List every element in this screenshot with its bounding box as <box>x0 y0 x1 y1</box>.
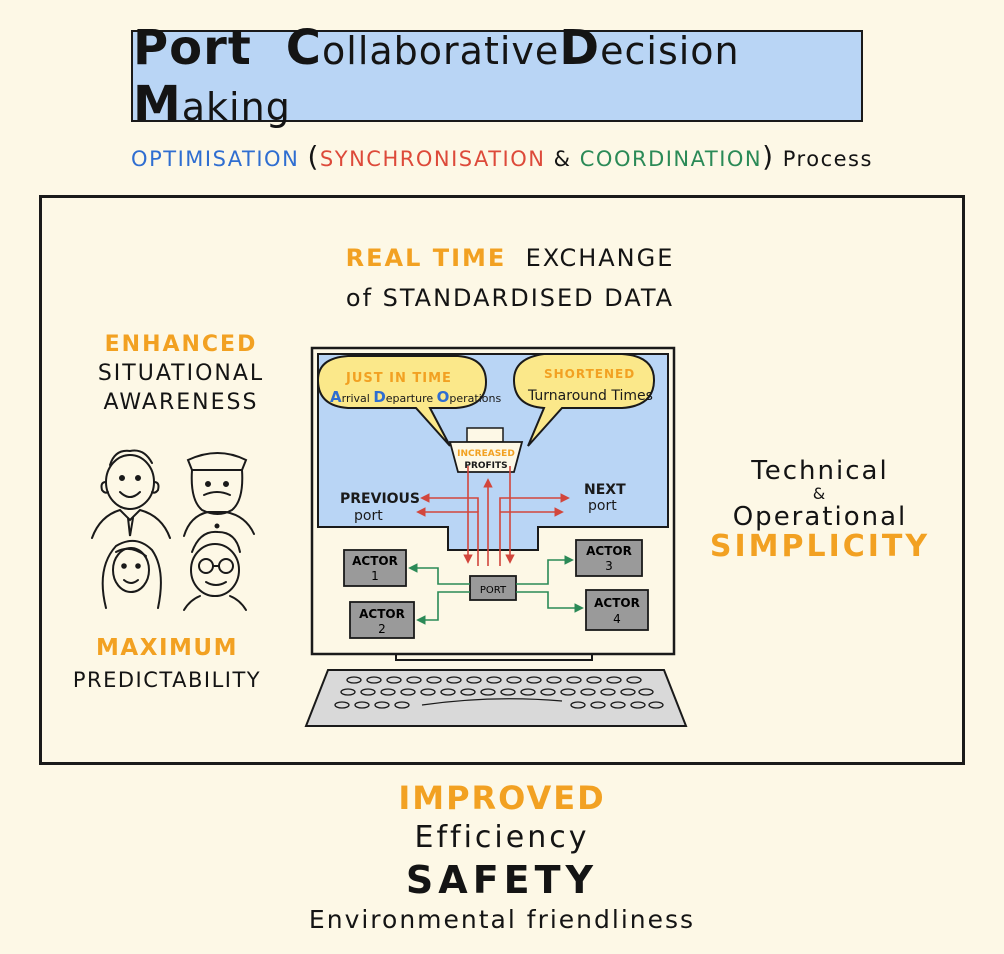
exchange-label: EXCHANGE <box>525 244 675 272</box>
actor-3-number: 3 <box>605 559 613 573</box>
subtitle-optimisation: OPTIMISATION <box>131 147 300 171</box>
computer-illustration: JUST IN TIME Arrival Departure Operation… <box>304 346 688 727</box>
actor-4-box <box>585 589 649 631</box>
simplicity-amp: & <box>812 484 828 503</box>
actor-3-word: ACTOR <box>586 544 632 558</box>
subtitle-synchronisation: SYNCHRONISATION <box>319 147 546 171</box>
subtitle: OPTIMISATION (SYNCHRONISATION & COORDINA… <box>0 140 1004 173</box>
ship-icon <box>448 427 524 473</box>
actor-1-box <box>343 549 407 587</box>
previous-port-line1: PREVIOUS <box>340 491 420 507</box>
subtitle-close-paren: ) <box>762 140 775 173</box>
bubble-left-title: JUST IN TIME <box>345 371 452 386</box>
keyboard-keys <box>334 676 664 709</box>
actor-2-word: ACTOR <box>359 607 405 621</box>
operational-label: Operational <box>732 502 908 532</box>
title-rest-c: ollaborative <box>322 29 560 73</box>
enhanced-label: ENHANCED <box>104 332 258 357</box>
smiling-man-icon <box>91 449 171 539</box>
subtitle-coordination: COORDINATION <box>579 147 763 171</box>
previous-port-line2: port <box>354 508 383 524</box>
next-port-line1: NEXT <box>584 482 626 498</box>
simplicity-block: Technical & Operational SIMPLICITY <box>700 456 940 562</box>
subtitle-process: Process <box>782 147 873 171</box>
awareness-label: AWARENESS <box>103 390 259 415</box>
safety-label: SAFETY <box>405 858 599 902</box>
actors-illustration <box>91 449 255 611</box>
title-initial-m: M <box>133 76 182 132</box>
actor-3-box <box>575 539 643 577</box>
ship-line2: PROFITS <box>464 461 507 471</box>
bubble-right-title: SHORTENED <box>544 367 635 381</box>
captain-icon <box>183 452 255 537</box>
predictability-label: PREDICTABILITY <box>72 668 262 692</box>
title-rest-m: aking <box>181 85 291 129</box>
awareness-block: ENHANCED SITUATIONAL AWARENESS <box>76 330 286 417</box>
bubble-right <box>512 353 656 447</box>
improved-label: IMPROVED <box>398 779 606 817</box>
title-initial-c: C <box>285 20 323 76</box>
predictability-block: MAXIMUM PREDICTABILITY <box>62 632 272 696</box>
actor-4-word: ACTOR <box>594 596 640 610</box>
man-with-glasses-icon <box>183 530 247 611</box>
environmental-label: Environmental friendliness <box>308 905 696 934</box>
woman-icon <box>101 539 162 609</box>
standardised-data-label: of STANDARDISED DATA <box>345 284 675 312</box>
title-rest-d: ecision <box>600 29 740 73</box>
simplicity-label: SIMPLICITY <box>709 529 931 564</box>
port-box <box>469 575 517 601</box>
efficiency-label: Efficiency <box>414 820 590 855</box>
actor-2-box <box>349 601 415 639</box>
technical-label: Technical <box>751 456 889 486</box>
bubble-left <box>316 355 488 447</box>
exchange-heading: REAL TIME EXCHANGE of STANDARDISED DATA <box>300 238 720 318</box>
actor-4-number: 4 <box>613 612 621 626</box>
outcomes-block: IMPROVED Efficiency SAFETY Environmental… <box>0 778 1004 938</box>
bubble-right-body: Turnaround Times <box>527 388 653 404</box>
next-port-line2: port <box>588 498 617 514</box>
maximum-label: MAXIMUM <box>96 635 238 661</box>
actor-1-word: ACTOR <box>352 554 398 568</box>
actor-2-number: 2 <box>378 622 386 636</box>
ship-line1: INCREASED <box>457 449 515 459</box>
actor-1-number: 1 <box>371 569 379 583</box>
port-label: PORT <box>480 585 507 596</box>
title-word-port: Port <box>133 20 252 76</box>
situational-label: SITUATIONAL <box>97 361 265 386</box>
real-time-label: REAL TIME <box>345 244 507 272</box>
title-initial-d: D <box>559 20 601 76</box>
keyboard-icon <box>304 669 688 727</box>
bubble-left-body: Arrival Departure Operations <box>330 388 501 406</box>
subtitle-amp: & <box>553 147 572 171</box>
subtitle-open-paren: ( <box>307 140 320 173</box>
title-banner: Port CollaborativeDecisionMaking <box>131 20 863 132</box>
